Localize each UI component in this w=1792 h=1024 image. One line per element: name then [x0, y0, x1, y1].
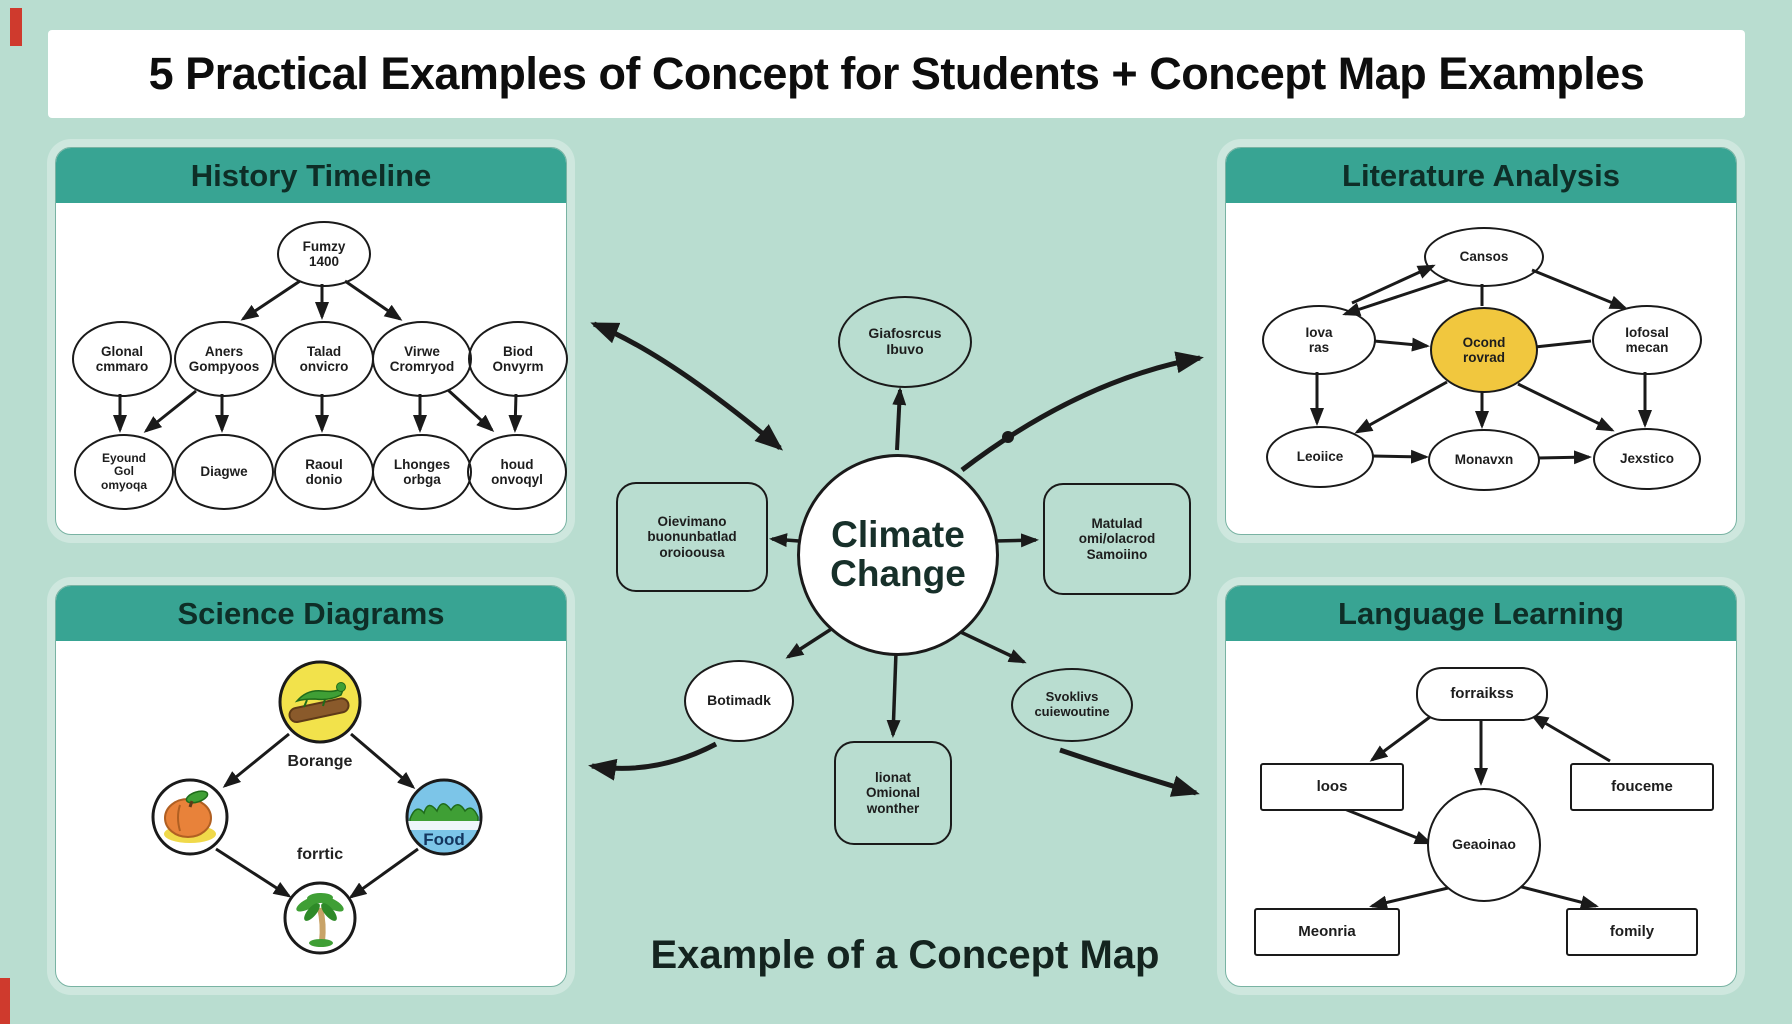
- language-node-bottom-left: Meonria: [1254, 908, 1400, 956]
- language-node-left: loos: [1260, 763, 1404, 811]
- science-panel-title: Science Diagrams: [56, 586, 566, 641]
- center-node-bottom-right: Svoklivs cuiewoutine: [1011, 668, 1133, 742]
- literature-node-bottom-right: Jexstico: [1593, 428, 1701, 490]
- language-panel-title: Language Learning: [1226, 586, 1736, 641]
- history-node-mid3: Talad onvicro: [274, 321, 374, 397]
- literature-node-center: Ocond rovrad: [1430, 307, 1538, 393]
- climate-change-node: Climate Change: [797, 454, 999, 656]
- center-node-left: Oievimano buonunbatlad oroioousa: [616, 482, 768, 592]
- center-node-bottom-left: Botimadk: [684, 660, 794, 742]
- language-node-top: forraikss: [1416, 667, 1548, 721]
- language-node-bottom-right: fomily: [1566, 908, 1698, 956]
- science-label-bottom: forrtic: [296, 846, 344, 863]
- literature-node-right: Iofosal mecan: [1592, 305, 1702, 375]
- history-node-mid5: Biod Onvyrm: [468, 321, 568, 397]
- history-node-mid1: Glonal cmmaro: [72, 321, 172, 397]
- literature-panel-title: Literature Analysis: [1226, 148, 1736, 203]
- lizard-log-illustration: [277, 659, 363, 745]
- history-node-bot5: houd onvoqyl: [467, 434, 567, 510]
- literature-node-bottom-left: Leoiice: [1266, 426, 1374, 488]
- science-panel: Science Diagrams: [55, 585, 567, 987]
- palm-tree-illustration: [282, 880, 358, 956]
- language-node-right: fouceme: [1570, 763, 1714, 811]
- history-node-bot2: Diagwe: [174, 434, 274, 510]
- center-node-right: Matulad omi/olacrod Samoiino: [1043, 483, 1191, 595]
- center-node-bottom-center: lionat Omional wonther: [834, 741, 952, 845]
- center-node-top: Giafosrcus Ibuvo: [838, 296, 972, 388]
- food-bowl-illustration: Food: [404, 777, 484, 857]
- language-node-center: Geaoinao: [1427, 788, 1541, 902]
- history-node-mid2: Aners Gompyoos: [174, 321, 274, 397]
- fruit-illustration: [150, 777, 230, 857]
- connector-dot: [1002, 431, 1014, 443]
- page-title: 5 Practical Examples of Concept for Stud…: [148, 48, 1645, 99]
- literature-node-left: Iova ras: [1262, 305, 1376, 375]
- history-node-bot1: Eyound Gol omyoqa: [74, 434, 174, 510]
- history-node-top: Fumzy 1400: [277, 221, 371, 287]
- title-banner: 5 Practical Examples of Concept for Stud…: [48, 30, 1745, 118]
- history-node-bot4: Lhonges orbga: [372, 434, 472, 510]
- science-label-top: Borange: [287, 753, 353, 770]
- history-panel-title: History Timeline: [56, 148, 566, 203]
- food-label: Food: [423, 830, 465, 849]
- red-accent-bottom-left: [0, 978, 10, 1024]
- literature-node-causes: Cansos: [1424, 227, 1544, 287]
- footer-label: Example of a Concept Map: [650, 933, 1160, 977]
- red-accent-top-left: [10, 8, 22, 46]
- history-node-bot3: Raoul donio: [274, 434, 374, 510]
- literature-node-bottom-mid: Monavxn: [1428, 429, 1540, 491]
- history-node-mid4: Virwe Cromryod: [372, 321, 472, 397]
